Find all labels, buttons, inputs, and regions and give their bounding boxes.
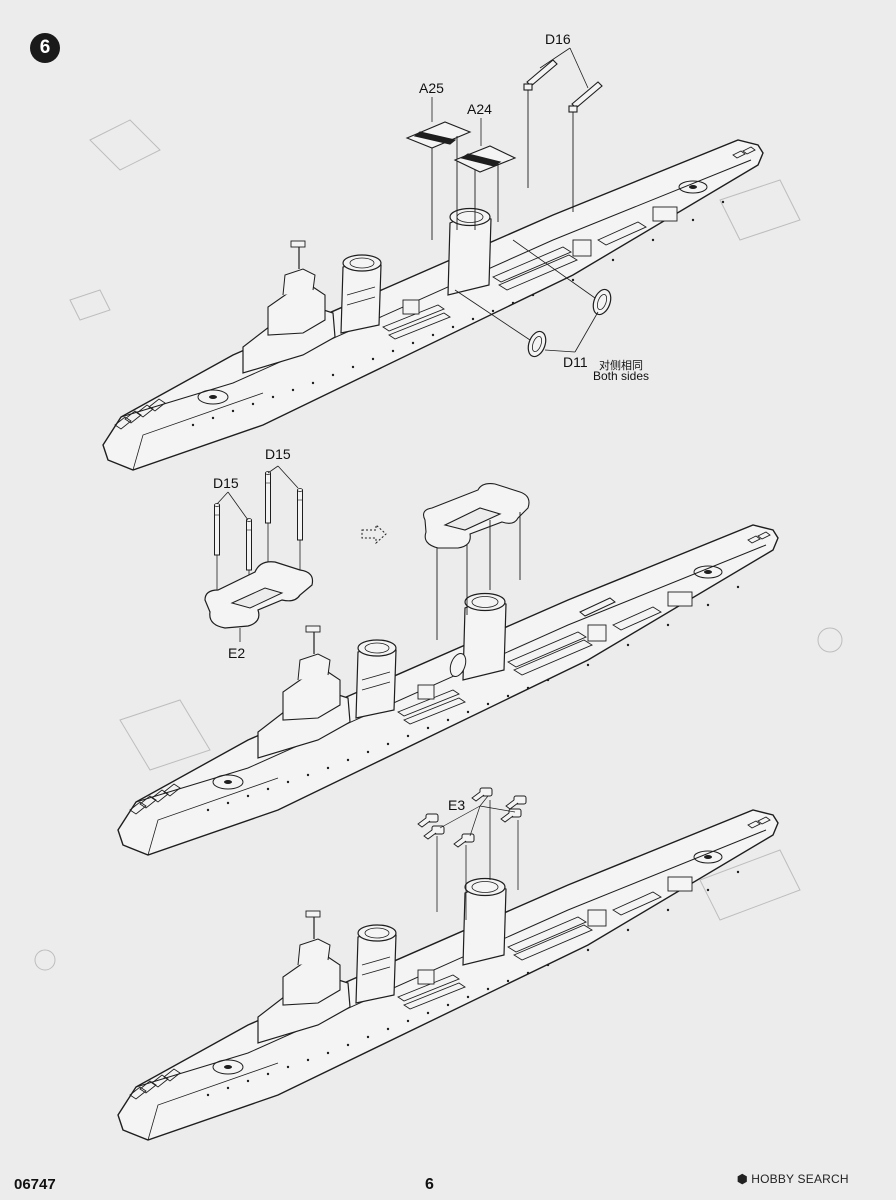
watermark-text: HOBBY SEARCH [751,1172,849,1186]
kit-number: 06747 [14,1176,56,1193]
direction-arrow [361,523,387,545]
watermark-logo-icon: ⬢ [737,1172,752,1186]
label-d15-right: D15 [265,446,291,462]
label-a25: A25 [419,80,444,96]
label-e3: E3 [448,797,466,813]
step-number-badge: 6 [30,33,60,63]
watermark: ⬢ HOBBY SEARCH [737,1172,849,1186]
page-number: 6 [425,1176,434,1193]
note-both-sides-cn: 对侧相同 [599,360,643,372]
label-e2: E2 [228,645,246,661]
part-a24-drawing [453,145,517,230]
label-d15-left: D15 [213,475,239,491]
label-d11: D11 [563,354,588,370]
ship-view-3 [117,809,779,1141]
ship-view-1 [102,139,764,471]
part-e3-drawing [417,787,527,920]
e2-frame-placement [423,483,530,640]
sub-assembly-e2 [204,471,314,642]
part-d16-drawing [523,59,603,212]
part-d11-drawing [527,288,612,358]
label-a24: A24 [467,101,492,117]
part-a25-drawing [405,121,472,240]
note-both-sides-en: Both sides [593,369,650,383]
label-d16: D16 [545,31,571,47]
